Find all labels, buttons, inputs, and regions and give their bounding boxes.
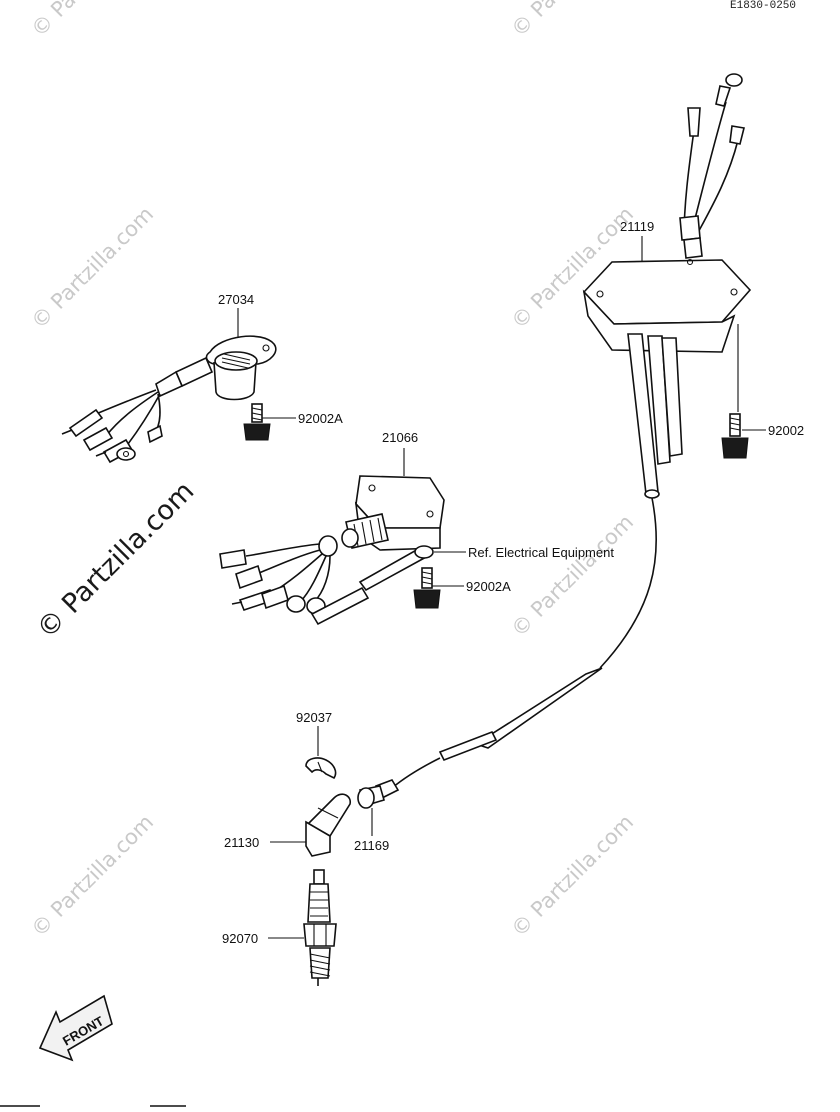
part-label-92002A-mid: 92002A xyxy=(466,579,511,594)
diagram-code: E1830-0250 xyxy=(730,0,796,12)
part-21169-fitting xyxy=(357,779,400,809)
watermark: © Partzilla.com xyxy=(27,0,159,42)
watermark: © Partzilla.com xyxy=(27,202,159,334)
part-92037-clamp xyxy=(305,757,337,780)
part-27034-coil xyxy=(61,335,277,464)
part-label-92002A-top: 92002A xyxy=(298,411,343,426)
part-label-21130: 21130 xyxy=(224,835,259,850)
part-label-92002: 92002 xyxy=(768,423,804,438)
bolt-92002A-top xyxy=(243,403,271,441)
part-label-21119: 21119 xyxy=(620,219,654,234)
part-label-21169: 21169 xyxy=(354,838,389,853)
front-arrow: FRONT xyxy=(38,994,113,1062)
watermark: © Partzilla.com xyxy=(27,810,159,942)
part-21119-ignition-coil xyxy=(582,73,752,499)
ref-label-electrical-equipment: Ref. Electrical Equipment xyxy=(468,545,614,560)
watermark: © Partzilla.com xyxy=(507,0,639,42)
part-label-27034: 27034 xyxy=(218,292,254,307)
part-label-92037: 92037 xyxy=(296,710,332,725)
part-21130-plug-cap xyxy=(305,793,352,857)
watermark: © Partzilla.com xyxy=(507,510,639,642)
part-21066-cdi-unit xyxy=(219,475,445,626)
bolt-92002 xyxy=(721,413,749,459)
part-label-21066: 21066 xyxy=(382,430,418,445)
watermark-large: © Partzilla.com xyxy=(31,476,200,645)
bolt-92002A-mid xyxy=(413,567,441,609)
watermark: © Partzilla.com xyxy=(507,810,639,942)
part-label-92070: 92070 xyxy=(222,931,258,946)
high-tension-lead xyxy=(391,497,658,789)
part-92070-spark-plug xyxy=(303,869,337,986)
